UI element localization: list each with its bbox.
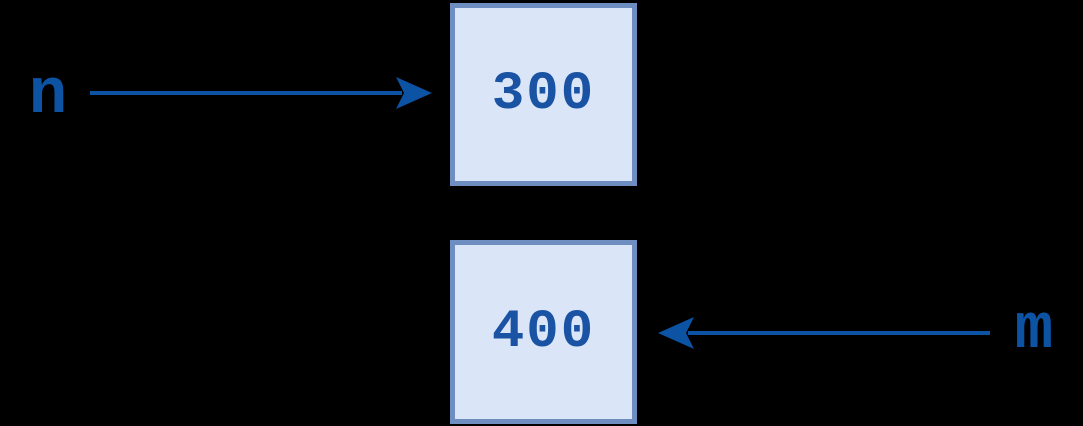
label-n: n: [28, 60, 68, 132]
arrowhead-right-icon: [396, 77, 432, 109]
box-400: 400: [450, 240, 637, 424]
box-400-value: 400: [491, 301, 596, 363]
label-m: m: [1014, 295, 1054, 367]
box-300-value: 300: [491, 64, 596, 125]
box-300: 300: [450, 3, 637, 186]
arrow-m: [658, 317, 990, 349]
arrowhead-left-icon: [658, 317, 694, 349]
arrow-n: [90, 77, 432, 109]
